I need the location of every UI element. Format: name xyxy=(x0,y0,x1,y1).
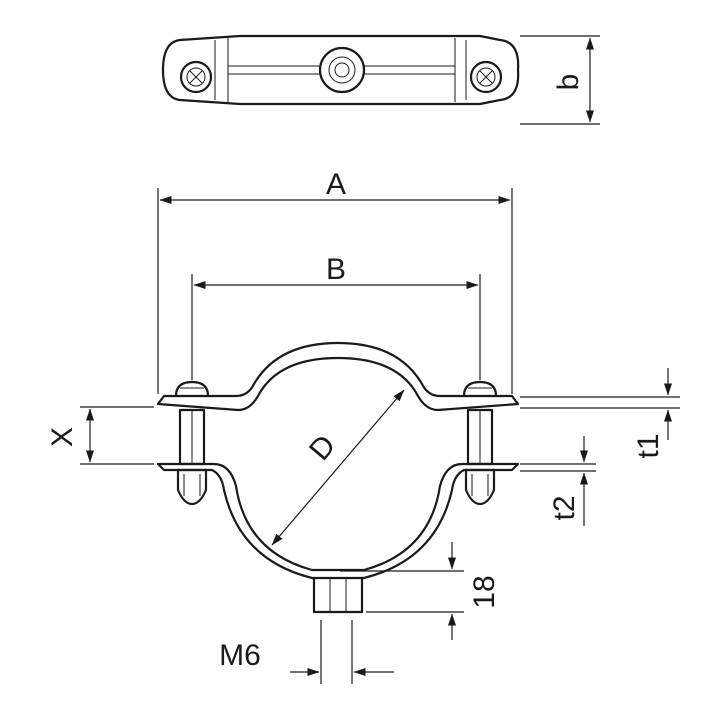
label-b: b xyxy=(552,74,585,91)
clamp-top-view xyxy=(161,34,520,106)
dimension-A: A xyxy=(157,168,513,394)
label-t2: t2 xyxy=(548,495,581,520)
dimension-t1: t1 xyxy=(520,368,680,459)
dimension-t2: t2 xyxy=(520,436,596,526)
label-A: A xyxy=(326,168,346,201)
label-B: B xyxy=(326,253,346,286)
dimension-B: B xyxy=(191,253,481,380)
label-D: D xyxy=(303,429,342,467)
label-t1: t1 xyxy=(632,433,665,458)
label-18: 18 xyxy=(468,575,501,608)
dimension-b: b xyxy=(520,35,600,125)
label-X: X xyxy=(46,427,79,447)
label-M6: M6 xyxy=(219,639,261,672)
clamp-front-view xyxy=(156,341,520,614)
dimension-18: 18 xyxy=(340,542,501,640)
dimension-M6: M6 xyxy=(219,620,394,684)
dimension-X: X xyxy=(46,406,154,465)
dimension-D: D xyxy=(271,389,405,546)
